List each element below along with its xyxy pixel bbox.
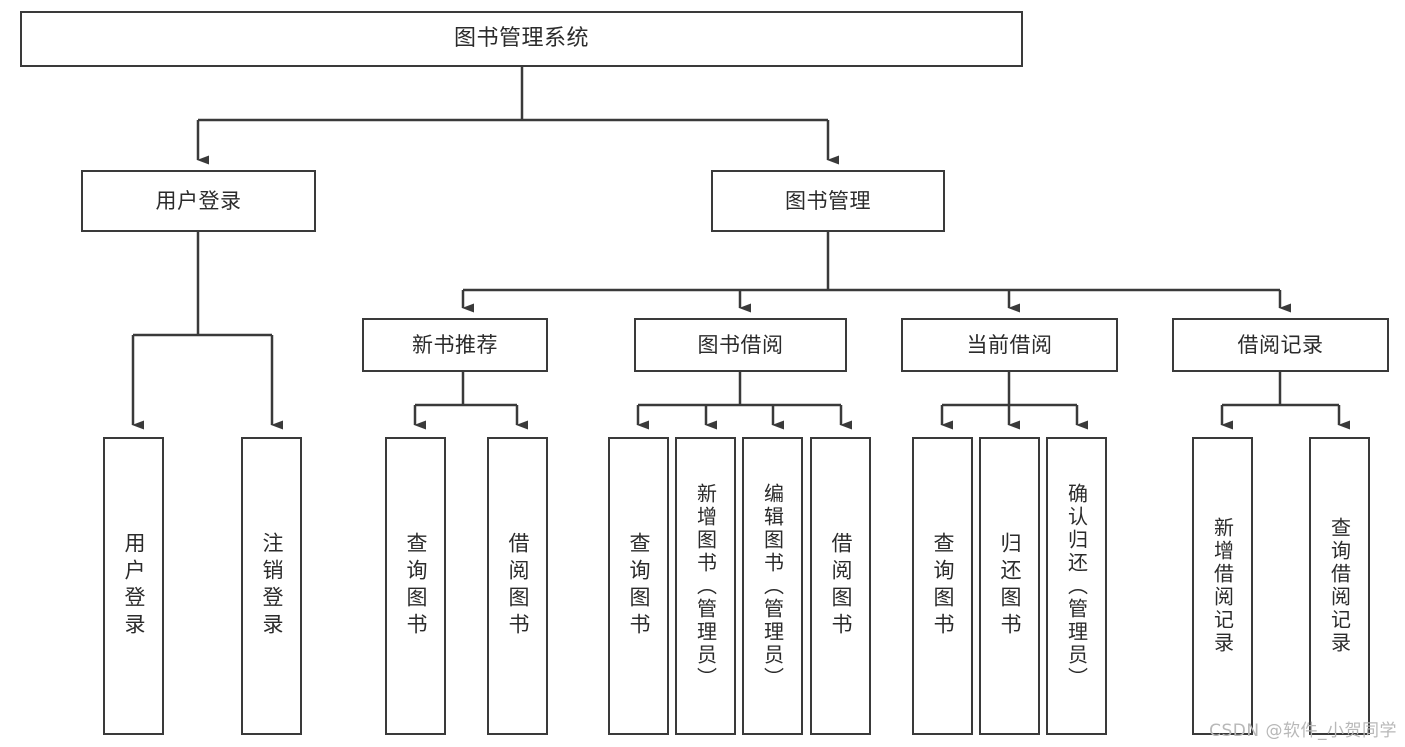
node-leaf-borrow-book-borrowing[interactable]: 借阅图书 [810,437,871,735]
node-label: 用户登录 [155,188,242,213]
node-leaf-edit-book-admin[interactable]: 编辑图书（管理员） [742,437,803,735]
csdn-watermark: CSDN @软件_小贺同学 [1209,721,1397,741]
node-leaf-query-book-current[interactable]: 查询图书 [912,437,973,735]
node-label: 新增图书（管理员） [693,482,718,690]
node-label: 新增借阅记录 [1210,517,1235,655]
node-label: 新书推荐 [412,332,498,357]
node-borrowing-records[interactable]: 借阅记录 [1172,318,1389,372]
node-label: 注销登录 [260,532,284,640]
node-leaf-user-login[interactable]: 用户登录 [103,437,164,735]
node-label: 确认归还（管理员） [1064,482,1089,690]
node-leaf-query-book-recommendation[interactable]: 查询图书 [385,437,446,735]
node-label: 查询图书 [404,532,428,640]
node-label: 归还图书 [998,532,1022,640]
node-book-borrowing[interactable]: 图书借阅 [634,318,847,372]
node-leaf-borrow-book-recommendation[interactable]: 借阅图书 [487,437,548,735]
node-user-login[interactable]: 用户登录 [81,170,316,232]
node-current-borrowing[interactable]: 当前借阅 [901,318,1118,372]
node-label: 图书管理 [785,188,871,213]
node-label: 查询借阅记录 [1327,517,1352,655]
node-root-book-management-system[interactable]: 图书管理系统 [20,11,1023,67]
node-leaf-add-borrowing-record[interactable]: 新增借阅记录 [1192,437,1253,735]
node-leaf-logout-login[interactable]: 注销登录 [241,437,302,735]
node-label: 借阅图书 [506,532,530,640]
node-label: 图书借阅 [697,332,784,357]
node-leaf-confirm-return-admin[interactable]: 确认归还（管理员） [1046,437,1107,735]
node-leaf-add-book-admin[interactable]: 新增图书（管理员） [675,437,736,735]
node-leaf-query-book-borrowing[interactable]: 查询图书 [608,437,669,735]
node-label: 查询图书 [931,532,955,640]
node-label: 图书管理系统 [453,26,589,51]
node-label: 查询图书 [627,532,651,640]
node-leaf-return-book[interactable]: 归还图书 [979,437,1040,735]
node-book-management[interactable]: 图书管理 [711,170,945,232]
node-label: 当前借阅 [966,332,1053,357]
node-leaf-query-borrowing-record[interactable]: 查询借阅记录 [1309,437,1370,735]
node-label: 借阅记录 [1237,332,1324,357]
node-new-book-recommendation[interactable]: 新书推荐 [362,318,548,372]
node-label: 编辑图书（管理员） [760,482,785,690]
node-label: 借阅图书 [829,532,853,640]
node-label: 用户登录 [122,532,146,640]
